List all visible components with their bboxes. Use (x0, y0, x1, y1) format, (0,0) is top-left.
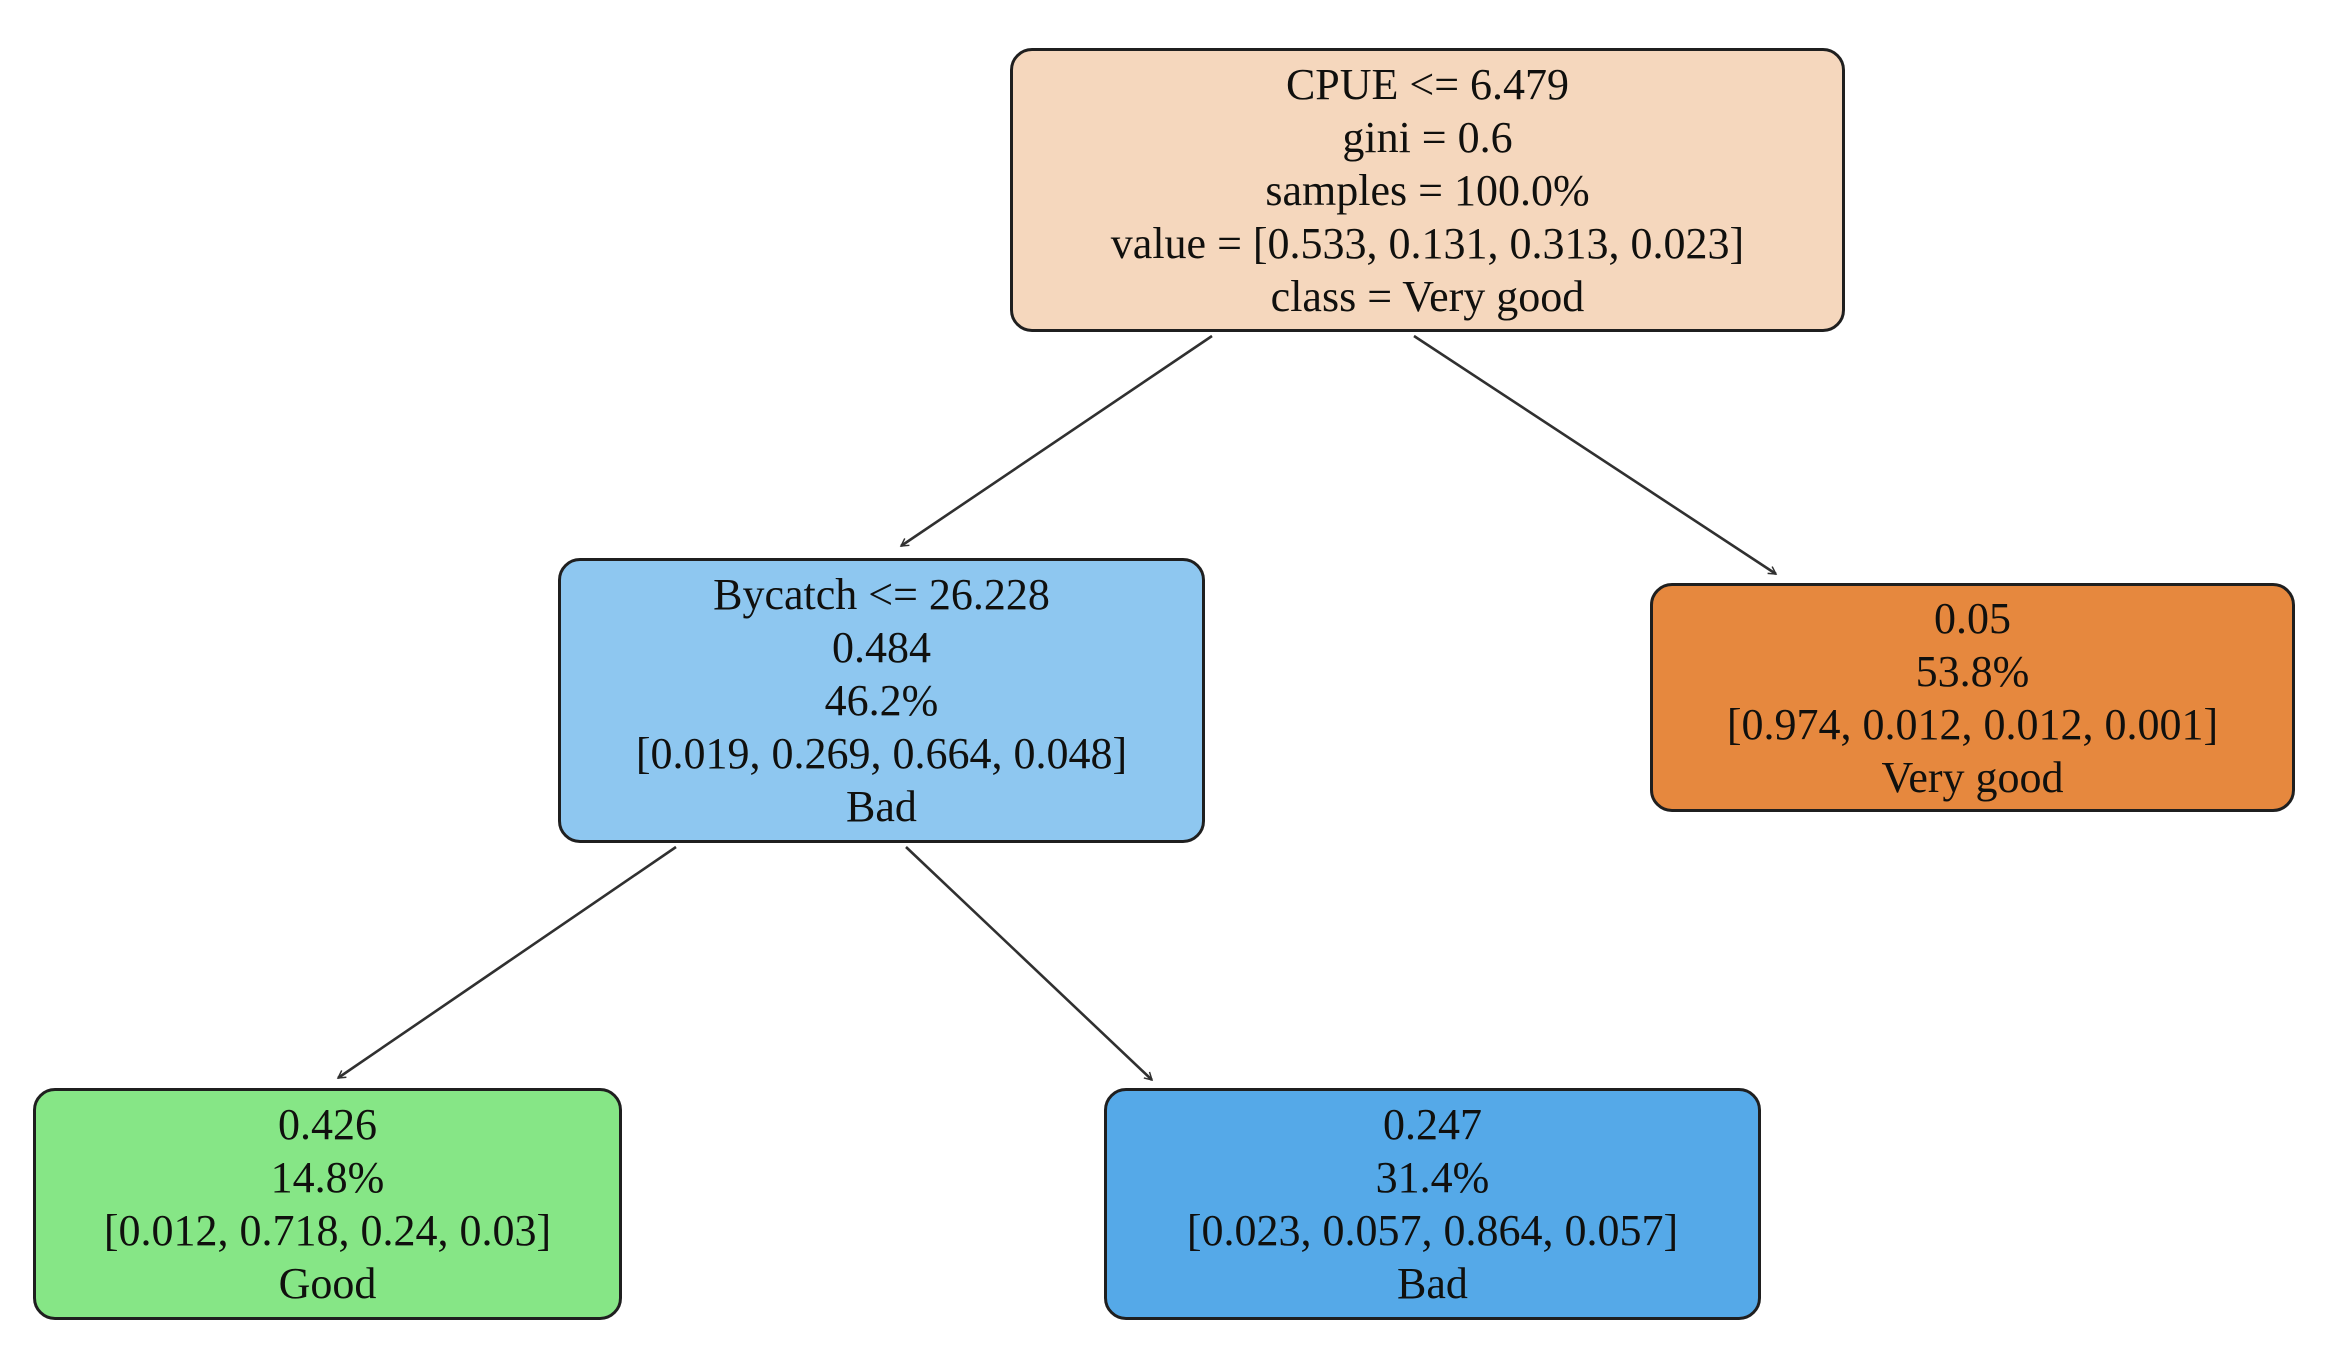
tree-node-leaf-bad: 0.247 31.4% [0.023, 0.057, 0.864, 0.057]… (1104, 1088, 1761, 1320)
tree-node-internal-bycatch: Bycatch <= 26.228 0.484 46.2% [0.019, 0.… (558, 558, 1205, 843)
node-samples: samples = 100.0% (1265, 165, 1590, 215)
edge-internal-to-leaf-good (336, 845, 677, 1080)
node-value: [0.974, 0.012, 0.012, 0.001] (1726, 699, 2219, 749)
node-gini: 0.05 (1934, 593, 2011, 643)
node-split-condition: Bycatch <= 26.228 (713, 570, 1050, 619)
edge-root-to-internal (899, 334, 1213, 548)
tree-node-leaf-good: 0.426 14.8% [0.012, 0.718, 0.24, 0.03] G… (33, 1088, 622, 1320)
node-value: value = [0.533, 0.131, 0.313, 0.023] (1110, 218, 1745, 268)
node-class: Bad (1397, 1259, 1468, 1308)
node-samples: 14.8% (270, 1153, 385, 1202)
node-value: [0.019, 0.269, 0.664, 0.048] (635, 729, 1128, 778)
node-split-condition: CPUE <= 6.479 (1285, 59, 1570, 109)
node-value: [0.023, 0.057, 0.864, 0.057] (1186, 1206, 1679, 1255)
tree-node-leaf-very-good: 0.05 53.8% [0.974, 0.012, 0.012, 0.001] … (1650, 583, 2295, 812)
tree-node-root: CPUE <= 6.479 gini = 0.6 samples = 100.0… (1010, 48, 1845, 332)
node-class: class = Very good (1270, 271, 1585, 321)
edge-root-to-leaf-very-good (1413, 334, 1778, 576)
edge-internal-to-leaf-bad (905, 846, 1154, 1082)
node-samples: 53.8% (1915, 646, 2030, 696)
node-gini: 0.426 (278, 1100, 377, 1149)
node-value: [0.012, 0.718, 0.24, 0.03] (103, 1206, 552, 1255)
node-gini: gini = 0.6 (1342, 112, 1513, 162)
node-gini: 0.484 (832, 623, 931, 672)
node-class: Good (278, 1259, 377, 1308)
node-class: Very good (1881, 752, 2064, 802)
node-samples: 31.4% (1375, 1153, 1490, 1202)
node-samples: 46.2% (824, 676, 939, 725)
node-class: Bad (846, 782, 917, 831)
node-gini: 0.247 (1383, 1100, 1482, 1149)
